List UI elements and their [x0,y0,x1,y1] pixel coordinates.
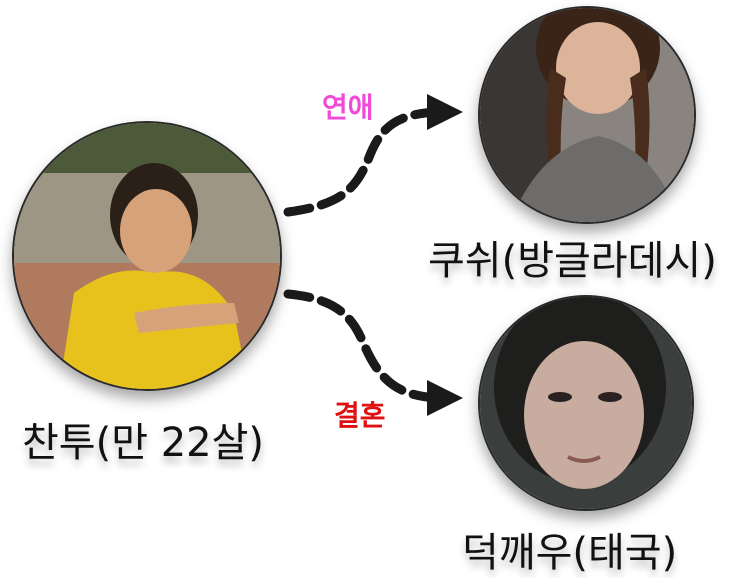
top-person-photo [478,6,696,224]
marriage-arrow [283,289,463,416]
bottom-person-label: 덕깨우(태국) [462,530,678,576]
top-person-label: 쿠쉬(방글라데시) [428,238,717,284]
bottom-person-photo [478,295,694,511]
love-arrow [283,94,463,217]
marriage-relation-label: 결혼 [334,399,386,432]
love-relation-label: 연애 [322,91,374,124]
main-person-label: 찬투(만 22살) [22,420,265,466]
main-person-photo [12,121,282,391]
